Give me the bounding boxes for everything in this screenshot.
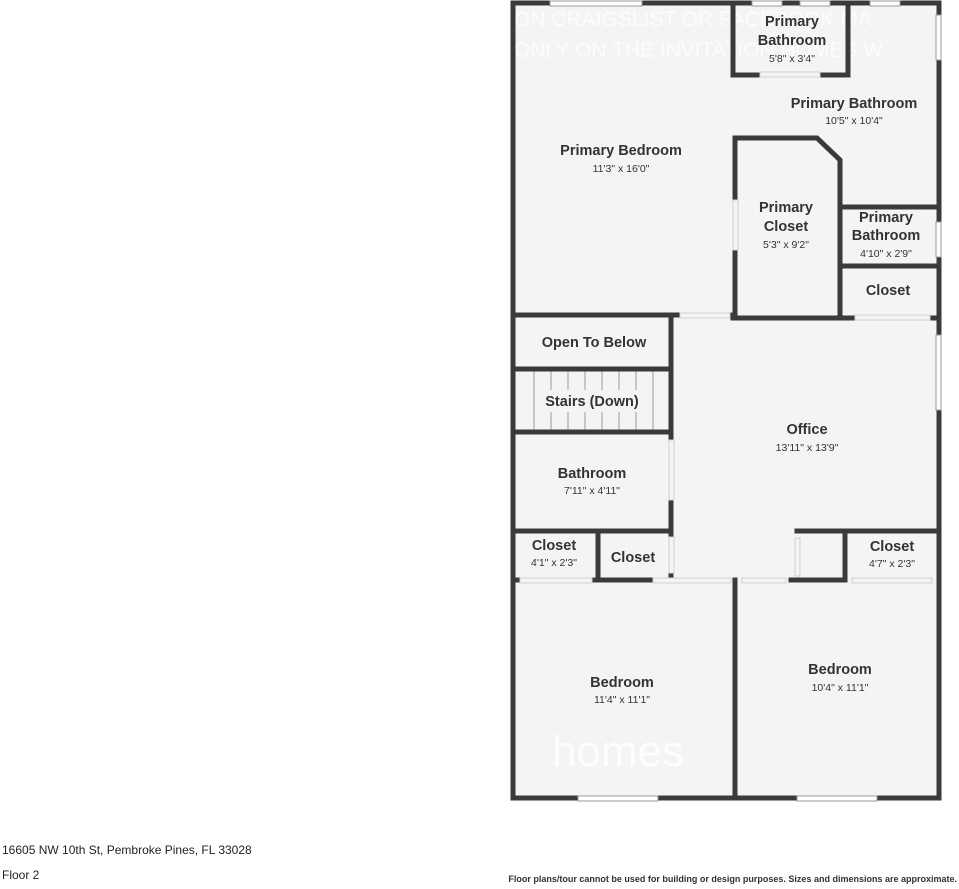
- room-dimensions: 10'5" x 10'4": [825, 115, 883, 127]
- room-closet-left: Closet 4'1" x 2'3": [531, 538, 577, 569]
- window: [577, 795, 659, 802]
- room-dimensions: 10'4" x 11'1": [812, 682, 869, 694]
- window: [751, 0, 783, 7]
- windows: [549, 0, 942, 802]
- room-name: Stairs (Down): [545, 394, 639, 410]
- room-bedroom-right: Bedroom 10'4" x 11'1": [808, 662, 872, 694]
- room-name: Primary: [759, 200, 813, 216]
- door-opening: [668, 439, 675, 501]
- watermark-line-1: ON CRAIGSLIST OR FACEBOOK MA: [514, 8, 872, 31]
- room-closet-right: Closet 4'7" x 2'3": [869, 539, 915, 570]
- room-primary-bedroom: Primary Bedroom 11'3" x 16'0": [560, 143, 682, 175]
- floor-label: Floor 2: [2, 868, 40, 882]
- room-bathroom: Bathroom 7'11" x 4'11": [558, 466, 626, 497]
- room-name: Open To Below: [542, 335, 647, 351]
- room-dimensions: 11'3" x 16'0": [593, 163, 650, 175]
- room-primary-bathroom-small: Primary Bathroom 5'8" x 3'4": [758, 14, 826, 65]
- room-office: Office 13'11" x 13'9": [776, 422, 839, 454]
- room-name: Bedroom: [590, 675, 654, 691]
- watermark-line-2: ONLY ON THE INVITATION HOMES W: [514, 39, 883, 62]
- room-name: Office: [786, 422, 827, 438]
- room-name: Bathroom: [558, 466, 626, 482]
- room-name: Primary Bathroom: [791, 96, 918, 112]
- room-name: Primary: [859, 210, 913, 226]
- room-name: Primary: [765, 14, 819, 30]
- door-opening: [854, 314, 931, 321]
- window: [935, 334, 942, 411]
- room-name: Closet: [532, 538, 576, 554]
- room-name: Closet: [611, 550, 655, 566]
- room-closet-upper: Closet: [866, 283, 910, 299]
- door-opening: [519, 577, 593, 584]
- door-opening: [652, 577, 732, 584]
- room-primary-bathroom-side: Primary Bathroom 4'10" x 2'9": [852, 210, 920, 260]
- room-stairs: Stairs (Down): [540, 390, 646, 412]
- room-dimensions: 5'8" x 3'4": [769, 53, 815, 65]
- door-opening: [679, 312, 731, 319]
- disclaimer: Floor plans/tour cannot be used for buil…: [508, 874, 957, 884]
- window: [935, 14, 942, 61]
- stairs-label-bg: [540, 390, 646, 412]
- door-opening: [732, 199, 739, 251]
- room-primary-bathroom-main: Primary Bathroom 10'5" x 10'4": [791, 96, 918, 127]
- room-name: Bathroom: [758, 33, 826, 49]
- room-dimensions: 4'1" x 2'3": [531, 557, 577, 569]
- door-openings: [519, 71, 933, 584]
- room-name: Bedroom: [808, 662, 872, 678]
- room-name: Bathroom: [852, 228, 920, 244]
- door-opening: [759, 71, 821, 78]
- room-name: Closet: [764, 219, 808, 235]
- room-dimensions: 4'10" x 2'9": [860, 248, 912, 260]
- room-dimensions: 11'4" x 11'1": [594, 694, 650, 706]
- room-dimensions: 4'7" x 2'3": [869, 558, 915, 570]
- window: [935, 221, 942, 258]
- window: [869, 0, 901, 7]
- room-closet-middle: Closet: [611, 550, 655, 566]
- door-opening: [741, 577, 787, 584]
- room-bedroom-left: Bedroom 11'4" x 11'1": [590, 675, 654, 706]
- room-open-to-below: Open To Below: [542, 335, 647, 351]
- room-name: Primary Bedroom: [560, 143, 682, 159]
- window: [796, 795, 878, 802]
- room-dimensions: 7'11" x 4'11": [564, 485, 620, 497]
- room-name: Closet: [866, 283, 910, 299]
- watermark-logo: homes: [552, 727, 684, 776]
- window: [549, 0, 643, 7]
- door-opening: [794, 537, 801, 577]
- room-dimensions: 13'11" x 13'9": [776, 442, 839, 454]
- door-opening: [668, 536, 675, 574]
- room-name: Closet: [870, 539, 914, 555]
- property-address: 16605 NW 10th St, Pembroke Pines, FL 330…: [2, 843, 252, 857]
- window: [799, 0, 831, 7]
- door-opening: [851, 577, 933, 584]
- room-primary-closet: Primary Closet 5'3" x 9'2": [759, 200, 813, 251]
- room-dimensions: 5'3" x 9'2": [763, 239, 809, 251]
